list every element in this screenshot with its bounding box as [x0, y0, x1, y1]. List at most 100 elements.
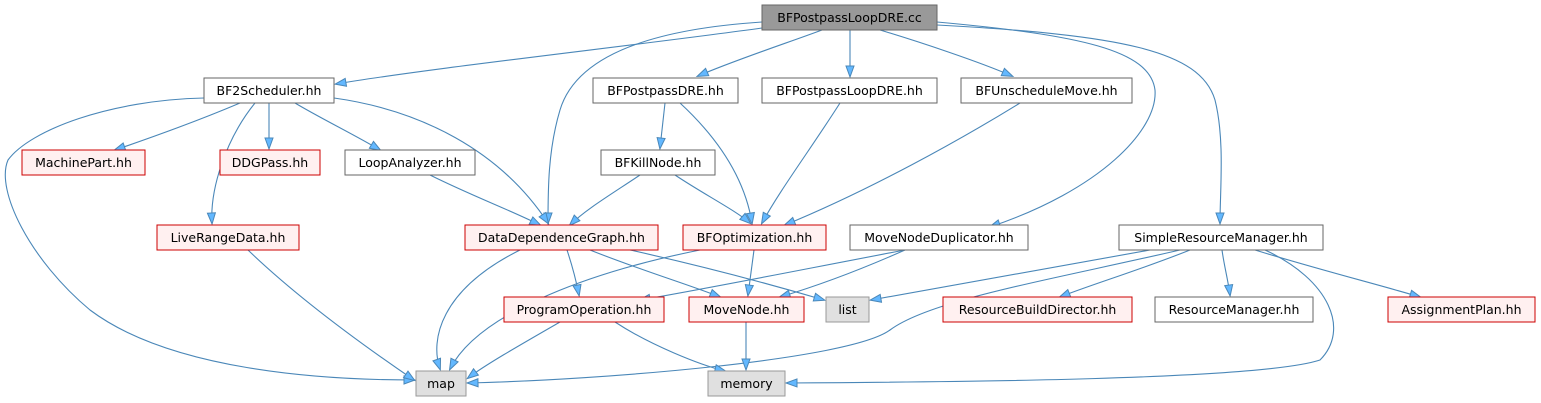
node-loopanalyzer[interactable]: LoopAnalyzer.hh [344, 149, 476, 176]
edges-layer [4, 21, 1423, 388]
node-progop[interactable]: ProgramOperation.hh [503, 296, 665, 323]
node-rm[interactable]: ResourceManager.hh [1154, 296, 1314, 323]
node-label: list [838, 302, 856, 317]
edge-bfunsched-to-bfopt [782, 102, 1021, 226]
edge-progop-to-map [466, 321, 561, 380]
edge-line [589, 249, 721, 298]
node-box [942, 296, 1133, 323]
node-mnd[interactable]: MoveNodeDuplicator.hh [849, 224, 1029, 251]
edge-root-to-bfpdre [695, 29, 823, 77]
node-srm[interactable]: SimpleResourceManager.hh [1118, 224, 1324, 251]
node-box [156, 224, 300, 251]
arrowhead-icon [1223, 283, 1234, 298]
node-label: LoopAnalyzer.hh [358, 155, 461, 170]
node-box [203, 77, 335, 104]
edge-line [449, 249, 701, 370]
edge-line [697, 29, 823, 77]
edge-srm-to-map [465, 249, 1181, 388]
node-ddgpass[interactable]: DDGPass.hh [219, 149, 321, 176]
node-label: MachinePart.hh [35, 155, 132, 170]
node-label: BF2Scheduler.hh [217, 83, 322, 98]
edge-line [467, 249, 1181, 384]
edge-mnd-to-movenode [777, 249, 906, 299]
node-ap[interactable]: AssignmentPlan.hh [1387, 296, 1536, 323]
node-list[interactable]: list [825, 296, 870, 323]
edge-ddg-to-movenode [589, 249, 723, 298]
edge-bf2s-to-machinepart [112, 102, 241, 152]
node-label: BFKillNode.hh [615, 155, 702, 170]
edge-bfopt-to-movenode [744, 249, 755, 298]
arrowhead-icon [784, 378, 798, 388]
node-bfkillnode[interactable]: BFKillNode.hh [600, 149, 716, 176]
node-label: SimpleResourceManager.hh [1134, 230, 1307, 245]
arrowhead-icon [538, 211, 550, 226]
node-bf2s[interactable]: BF2Scheduler.hh [203, 77, 335, 104]
node-box [21, 149, 146, 176]
node-ddg[interactable]: DataDependenceGraph.hh [464, 224, 659, 251]
arrowhead-icon [695, 67, 710, 77]
edge-line [569, 174, 641, 226]
node-bfunsched[interactable]: BFUnscheduleMove.hh [960, 77, 1133, 104]
arrowhead-icon [112, 142, 127, 152]
node-bfpdre[interactable]: BFPostpassDRE.hh [592, 77, 739, 104]
edge-bfkillnode-to-bfopt [674, 174, 752, 225]
node-machinepart[interactable]: MachinePart.hh [21, 149, 146, 176]
arrowhead-icon [656, 137, 666, 151]
edge-loopanalyzer-to-ddg [429, 174, 543, 227]
node-box [1154, 296, 1314, 323]
edge-progop-to-memory [614, 321, 728, 374]
edge-line [4, 97, 415, 381]
edge-line [786, 249, 1335, 384]
arrowhead-icon [1215, 212, 1225, 226]
node-memory[interactable]: memory [707, 370, 786, 397]
edge-line [247, 249, 415, 381]
edge-ddg-to-list [629, 249, 827, 302]
arrowhead-icon [782, 216, 797, 226]
arrowhead-icon [738, 212, 752, 225]
node-box [761, 77, 938, 104]
node-box [849, 224, 1029, 251]
edge-line [429, 174, 541, 226]
edge-srm-to-rbd [1057, 249, 1191, 298]
edge-bf2s-to-loopanalyzer [294, 102, 383, 152]
node-box [464, 224, 659, 251]
node-box [1118, 224, 1324, 251]
node-liverange[interactable]: LiveRangeData.hh [156, 224, 300, 251]
node-label: AssignmentPlan.hh [1401, 302, 1521, 317]
node-box [503, 296, 665, 323]
edge-line [679, 102, 753, 224]
node-movenode[interactable]: MoveNode.hh [688, 296, 805, 323]
edge-bf2s-to-ddg [333, 97, 550, 226]
node-bfopt[interactable]: BFOptimization.hh [682, 224, 827, 251]
node-label: BFPostpassDRE.hh [607, 83, 724, 98]
edge-line [761, 102, 841, 224]
node-map[interactable]: map [415, 370, 467, 397]
node-label: ResourceManager.hh [1169, 302, 1300, 317]
arrowhead-icon [572, 283, 582, 298]
node-rbd[interactable]: ResourceBuildDirector.hh [942, 296, 1133, 323]
node-box [761, 4, 938, 31]
node-label: map [427, 376, 455, 391]
edge-root-to-ddg [543, 21, 763, 226]
edge-line [779, 249, 906, 298]
node-label: MoveNodeDuplicator.hh [864, 230, 1013, 245]
node-label: BFPostpassLoopDRE.hh [776, 83, 923, 98]
edge-ddg-to-progop [566, 249, 582, 298]
edge-line [784, 102, 1021, 226]
arrowhead-icon [465, 378, 479, 388]
arrowhead-icon [333, 77, 348, 87]
edge-line [936, 21, 1156, 228]
node-box [592, 77, 739, 104]
edge-ddg-to-map [432, 249, 521, 372]
node-box [1387, 296, 1536, 323]
edge-root-to-bfploopdre [845, 30, 855, 79]
node-box [415, 370, 467, 397]
node-root[interactable]: BFPostpassLoopDRE.cc [761, 4, 938, 31]
node-box [707, 370, 786, 397]
edge-line [614, 321, 726, 372]
arrowhead-icon [845, 65, 855, 79]
node-bfploopdre[interactable]: BFPostpassLoopDRE.hh [761, 77, 938, 104]
edge-bf2s-to-ddgpass [264, 103, 274, 151]
edge-srm-to-memory [784, 249, 1335, 388]
edge-bfpdre-to-bfopt [679, 102, 755, 226]
